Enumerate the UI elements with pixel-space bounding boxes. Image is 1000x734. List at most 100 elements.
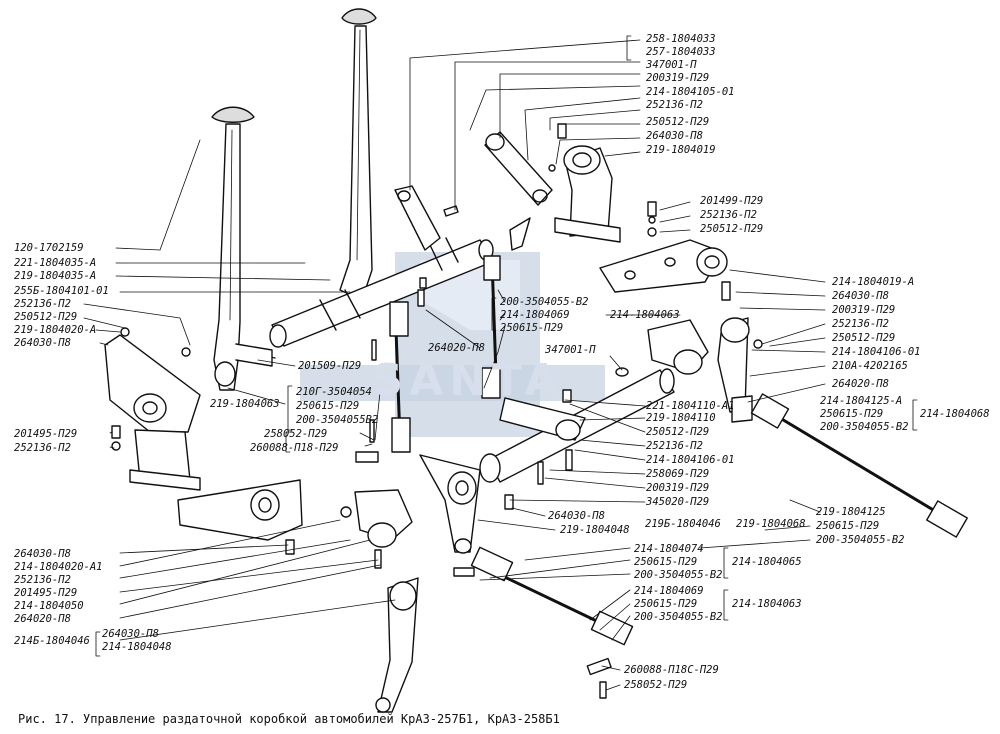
label: 252136-П2	[832, 318, 889, 330]
label: 214-1804106-01	[646, 454, 735, 466]
label: 200319-П29	[832, 304, 896, 316]
label: 252136-П2	[14, 298, 71, 310]
label: 219-1804125	[816, 506, 886, 518]
label: 258052-П29	[264, 428, 328, 440]
label: 252136-П2	[14, 574, 71, 586]
label: 214-1804063	[610, 309, 680, 321]
label: 219-1804063	[210, 398, 280, 410]
label: 219-1804068	[736, 518, 806, 530]
label: 214-1804020-А1	[14, 561, 103, 573]
label: 250512-П29	[646, 116, 710, 128]
label: 200319-П29	[646, 72, 710, 84]
right-lever	[717, 317, 753, 423]
label-braces	[95, 35, 918, 657]
label: 210А-4202165	[832, 360, 908, 372]
lower-shaft	[479, 368, 675, 483]
label: 200-3504055-В2	[816, 534, 905, 546]
label: 214-1804105-01	[646, 86, 735, 98]
label: 214Б-1804046	[14, 635, 90, 647]
main-lever-shaft	[269, 8, 494, 348]
label: 250615-П29	[500, 322, 564, 334]
label: 264020-П8	[14, 613, 71, 625]
label: 214-1804048	[102, 641, 172, 653]
label: 255Б-1804101-01	[14, 285, 109, 297]
label: 258052-П29	[624, 679, 688, 691]
label: 250615-П29	[820, 408, 884, 420]
label: 264030-П8	[14, 337, 71, 349]
label: 219-1804110	[646, 412, 716, 424]
label: 201495-П29	[14, 587, 78, 599]
label: 214-1804106-01	[832, 346, 921, 358]
label: 250512-П29	[832, 332, 896, 344]
leader-lines	[83, 39, 826, 691]
label: 214-1804065	[732, 556, 802, 568]
label: 345020-П29	[646, 496, 710, 508]
label: 214-1804074	[634, 543, 704, 555]
left-bracket	[104, 334, 201, 491]
label: 214-1804068	[920, 408, 990, 420]
label: 200-3504055-В2	[500, 296, 589, 308]
lower-lever	[419, 454, 481, 554]
label: 258069-П29	[646, 468, 710, 480]
upper-arm	[484, 131, 553, 251]
label: 200319-П29	[646, 482, 710, 494]
label: 214-1804069	[500, 309, 570, 321]
label: 250615-П29	[634, 598, 698, 610]
label: 200-3504055-В2	[634, 569, 723, 581]
left-shift-lever	[211, 106, 276, 391]
label: 214-1804019-А	[832, 276, 915, 288]
label: 264030-П8	[14, 548, 71, 560]
label: 250615-П29	[816, 520, 880, 532]
bracket-lower-center	[354, 489, 413, 548]
label: 221-1804110-А1	[646, 400, 735, 412]
label: 252136-П2	[700, 209, 757, 221]
label: 260088-П18С-П29	[624, 664, 719, 676]
label: 347001-П	[646, 59, 697, 71]
label: 200-3504055В2	[296, 414, 379, 426]
label: 252136-П2	[14, 442, 71, 454]
label: 214-1804125-А	[820, 395, 903, 407]
watermark-text: SANTA	[371, 355, 564, 406]
label: 264020-П8	[832, 378, 889, 390]
label: 250615-П29	[296, 400, 360, 412]
label: 200-3504055-В2	[634, 611, 723, 623]
bracket-center	[647, 319, 709, 375]
label: 120-1702159	[14, 242, 84, 254]
label: 252136-П2	[646, 99, 703, 111]
label: 214-1804069	[634, 585, 704, 597]
label: 219-1804035-А	[14, 270, 97, 282]
label: 264020-П8	[428, 342, 485, 354]
bracket-right	[599, 239, 728, 293]
label: 264030-П8	[646, 130, 703, 142]
label: 219-1804020-А	[14, 324, 97, 336]
rods	[389, 255, 968, 646]
label: 201509-П29	[298, 360, 362, 372]
label: 214-1804050	[14, 600, 84, 612]
label: 201495-П29	[14, 428, 78, 440]
label: 219Б-1804046	[645, 518, 721, 530]
label: 250512-П29	[14, 311, 78, 323]
label: 250512-П29	[646, 426, 710, 438]
label: 221-1804035-А	[14, 257, 97, 269]
label: 200-3504055-В2	[820, 421, 909, 433]
label: 347001-П	[545, 344, 596, 356]
watermark-graphic	[300, 252, 605, 437]
label: 258-1804033	[646, 33, 716, 45]
label: 250512-П29	[700, 223, 764, 235]
label: 214-1804063	[732, 598, 802, 610]
figure-caption: Рис. 17. Управление раздаточной коробкой…	[18, 712, 560, 726]
label: 201499-П29	[700, 195, 764, 207]
label: 264030-П8	[548, 510, 605, 522]
bracket-lower-left	[177, 479, 303, 541]
label: 219-1804019	[646, 144, 716, 156]
bottom-lever	[375, 577, 419, 713]
label: 250615-П29	[634, 556, 698, 568]
label: 264030-П8	[102, 628, 159, 640]
label: 257-1804033	[646, 46, 716, 58]
label: 264030-П8	[832, 290, 889, 302]
label: 210Г-3504054	[296, 386, 372, 398]
label: 219-1804048	[560, 524, 630, 536]
label: 260088-П18-П29	[250, 442, 339, 454]
